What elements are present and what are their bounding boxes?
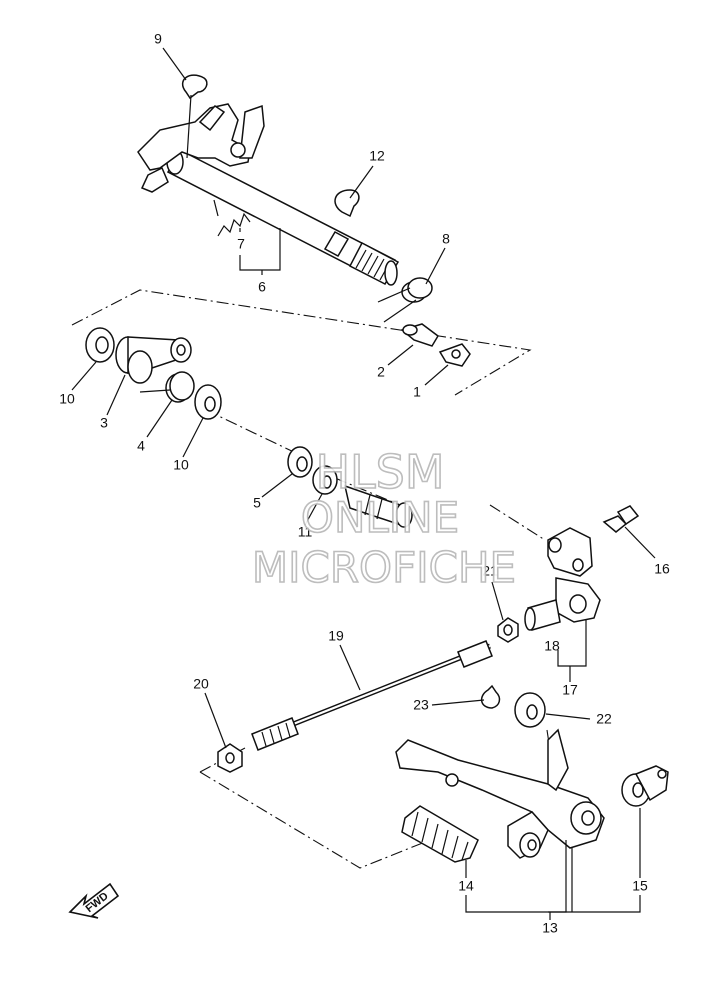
callout-21: 21 xyxy=(482,563,498,579)
callout-12: 12 xyxy=(369,148,385,164)
callout-13: 13 xyxy=(542,920,558,936)
callout-8: 8 xyxy=(442,231,450,247)
joint-block-18 xyxy=(524,527,601,631)
callout-10b: 10 xyxy=(173,457,189,473)
plate-1 xyxy=(438,343,471,367)
washer-22 xyxy=(514,692,546,728)
shift-shaft xyxy=(166,148,400,286)
callout-5: 5 xyxy=(253,495,261,511)
watermark-line3: MICROFICHE xyxy=(252,543,516,592)
callout-18: 18 xyxy=(544,638,560,654)
watermark-line1: HLSM xyxy=(315,445,444,499)
circlip-12 xyxy=(334,189,360,218)
foot-rubber-14 xyxy=(401,805,479,863)
callout-9: 9 xyxy=(154,31,162,47)
callout-19: 19 xyxy=(328,628,344,644)
spring-4 xyxy=(139,371,195,403)
spring-8 xyxy=(377,277,433,323)
callout-16: 16 xyxy=(654,561,670,577)
callout-2: 2 xyxy=(377,364,385,380)
nut-21 xyxy=(497,617,519,643)
leader-lines xyxy=(71,47,656,920)
collar-5 xyxy=(287,446,313,478)
nut-20 xyxy=(217,743,243,773)
tie-rod-19 xyxy=(251,640,493,751)
callout-labels: 1 2 3 4 5 6 7 8 9 10 10 11 12 13 14 15 1… xyxy=(59,31,670,936)
callout-6: 6 xyxy=(258,279,266,295)
collar-3 xyxy=(115,336,192,384)
callout-15: 15 xyxy=(632,878,648,894)
spring-7 xyxy=(213,199,251,237)
callout-10a: 10 xyxy=(59,391,75,407)
callout-23: 23 xyxy=(413,697,429,713)
callout-4: 4 xyxy=(137,438,145,454)
callout-22: 22 xyxy=(596,711,612,727)
bushing-11 xyxy=(312,465,338,495)
shift-arm xyxy=(137,103,265,193)
circlip-23 xyxy=(480,684,501,709)
callout-11: 11 xyxy=(298,524,313,540)
rod-end-15 xyxy=(621,765,669,807)
bolt-2 xyxy=(400,323,439,347)
circlip-9 xyxy=(181,74,208,100)
fwd-arrow-badge: FWD xyxy=(68,882,120,919)
watermark: HLSM ONLINE MICROFICHE xyxy=(251,444,517,593)
washer-10b xyxy=(194,384,222,420)
callout-7: 7 xyxy=(237,236,245,252)
washer-10a xyxy=(85,327,115,363)
callout-17: 17 xyxy=(562,682,578,698)
shift-pedal-13 xyxy=(395,728,605,859)
callout-1: 1 xyxy=(413,384,421,400)
bolt-16 xyxy=(602,505,640,533)
callout-14: 14 xyxy=(458,878,474,894)
watermark-line2: ONLINE xyxy=(301,493,459,542)
callout-3: 3 xyxy=(100,415,108,431)
callout-20: 20 xyxy=(193,676,209,692)
shift-rod-joint xyxy=(343,484,413,528)
assembly-boundary-upper xyxy=(71,289,546,541)
